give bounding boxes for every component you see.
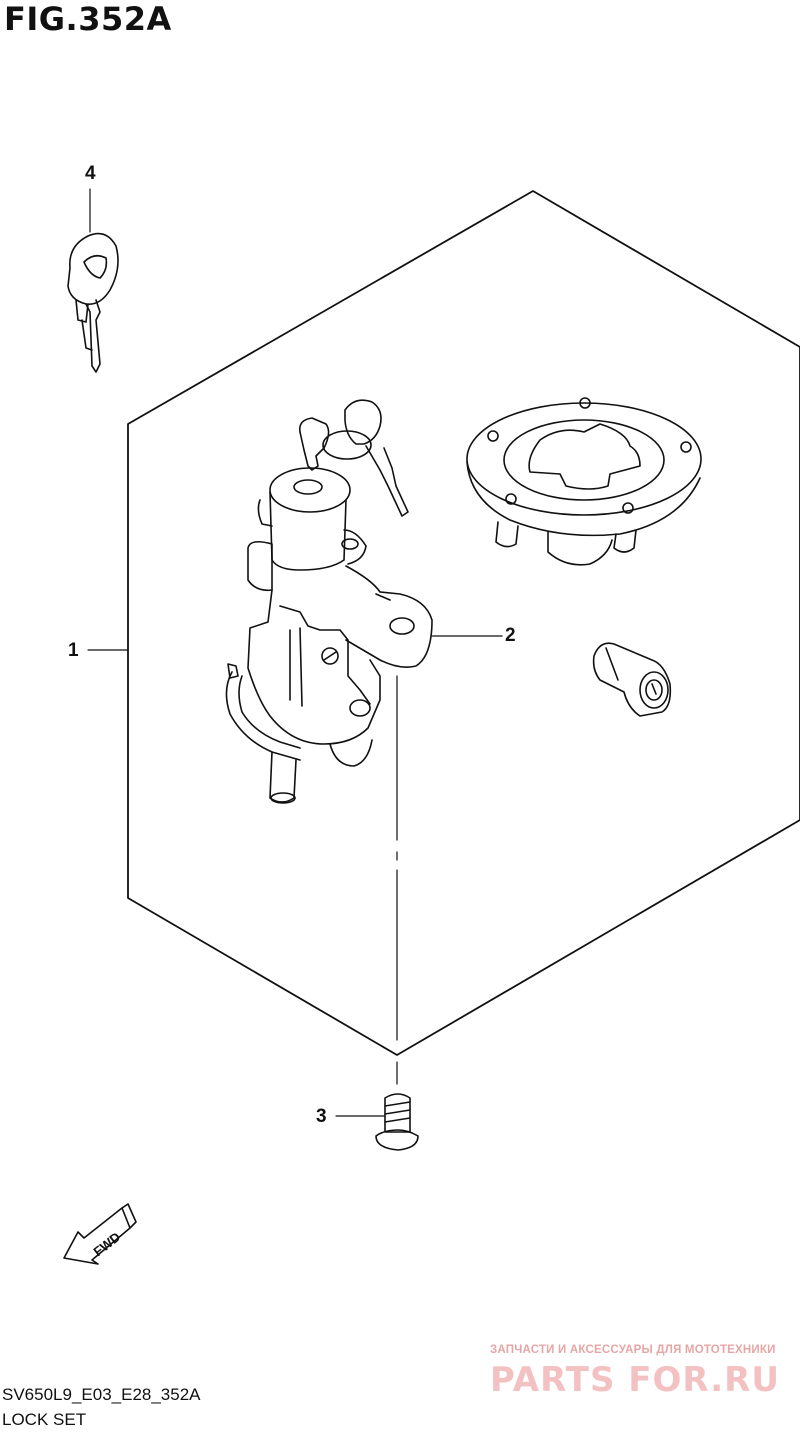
figure-name: LOCK SET bbox=[2, 1410, 87, 1429]
watermark-tagline: ЗАПЧАСТИ И АКСЕССУАРЫ ДЛЯ МОТОТЕХНИКИ bbox=[490, 1344, 776, 1356]
fuel-cap-icon bbox=[466, 397, 702, 566]
callout-1: 1 bbox=[68, 640, 79, 661]
lock-set-outline bbox=[127, 190, 800, 1056]
screw-icon bbox=[335, 1093, 419, 1151]
fwd-arrow-icon bbox=[63, 1203, 137, 1265]
figure-code: SV650L9_E03_E28_352A bbox=[2, 1385, 201, 1404]
seat-lock-cylinder-icon bbox=[592, 642, 672, 717]
figure-title: FIG.352A bbox=[4, 0, 172, 38]
fwd-label: FWD bbox=[91, 1229, 124, 1259]
callout-2: 2 bbox=[505, 625, 516, 646]
callout-4: 4 bbox=[85, 163, 96, 184]
callout-3: 3 bbox=[316, 1106, 327, 1127]
key-blank-icon bbox=[67, 188, 119, 373]
watermark-logo: PARTS FOR.RU bbox=[490, 1360, 780, 1400]
ignition-switch-icon bbox=[225, 399, 503, 804]
